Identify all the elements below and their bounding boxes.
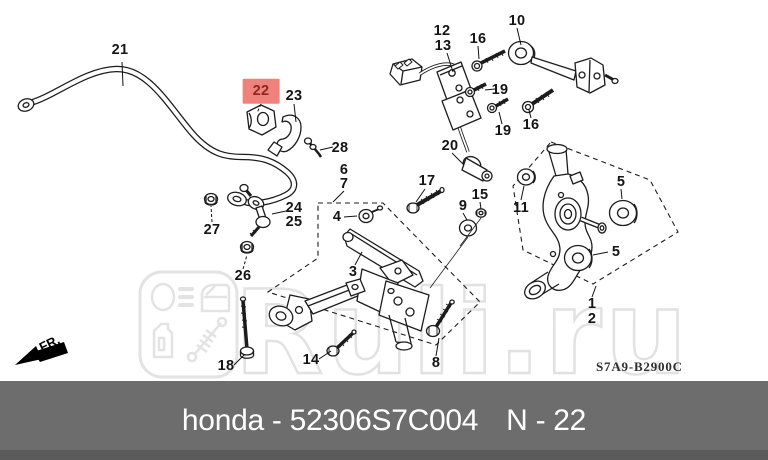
caption-separator: - [263,403,290,437]
bushing-5b-drawing [563,244,593,272]
oil-can-icon [152,322,174,359]
part-callout-7-17: 7 [339,175,349,192]
bushing-4-drawing [358,205,384,224]
parts-diagram-art: Ruli.ru [15,27,689,381]
bolt-16a-drawing [471,49,506,72]
part-callout-28-3: 28 [331,139,349,156]
part-callout-11-15: 11 [513,199,529,216]
part-callout-20-11: 20 [441,137,459,154]
dashed-group-outlines [266,141,679,346]
sensor-bracket-drawing [436,61,482,131]
car-door-icon [200,283,231,313]
part-callout-21-0: 21 [111,41,129,58]
knuckle-group-outline [512,141,679,285]
part-callout-15-13: 15 [471,186,489,203]
stabilizer-bar-drawing [17,65,298,207]
part-callout-17-12: 17 [418,172,436,189]
bolt-8-drawing [425,299,455,338]
part-callout-13-5: 13 [434,37,452,54]
part-callout-22-1: 22 [242,78,280,104]
part-callout-6-16: 6 [339,161,349,178]
diagram-code: S7A9-B2900C [596,359,683,374]
part-callout-19-8: 19 [491,81,509,98]
bolt-19b-drawing [486,97,509,114]
bushing-5a-drawing [608,199,638,227]
part-callout-5-27: 5 [616,173,626,190]
lower-arm-group-outline [266,202,481,346]
fr-direction-arrow: FR. [15,332,68,365]
upper-arm-10-drawing [507,40,619,94]
shock-absorber-icon [186,316,228,363]
part-callout-16-6: 16 [469,30,487,47]
bolt-17-drawing [406,186,445,214]
part-callout-24-20: 24 [285,199,303,216]
part-callout-25-21: 25 [285,213,303,230]
part-callout-2-30: 2 [587,310,597,327]
part-callout-5-28: 5 [611,243,621,260]
abs-sensor-20-drawing [461,155,493,182]
bolt-18-drawing [239,296,255,359]
clamp-23-drawing [267,114,302,157]
part-callout-1-29: 1 [587,295,597,312]
part-callout-14-25: 14 [302,351,320,368]
bolt-14-drawing [326,329,357,357]
nut-27-drawing [203,192,219,206]
bushing-22-drawing [246,104,277,136]
callout-leader-lines [121,27,623,366]
caption-catalog-ref: N - 22 [506,403,587,437]
screw-28-drawing [303,137,323,158]
part-callout-10-7: 10 [508,12,526,29]
assembly-guide-lines [429,217,482,289]
part-callout-26-23: 26 [234,267,252,284]
caption-brand: honda [181,403,264,437]
part-callout-19-9: 19 [494,122,512,139]
washer-9-drawing [458,219,478,237]
part-callout-8-26: 8 [431,354,441,371]
bolt-19a-drawing [464,82,487,98]
part-callout-16-10: 16 [522,116,540,133]
watermark-logo [138,270,239,379]
trailing-arm-drawing [268,259,430,351]
part-callout-27-22: 27 [203,221,221,238]
headlight-icon [150,282,194,312]
caption-bar: honda - 52306S7C004 N - 22 [0,381,768,460]
bushing-11-drawing [516,168,536,186]
part-callout-23-2: 23 [285,87,303,104]
caption-part-number: 52306S7C004 [289,403,479,437]
bolt-16b-drawing [521,88,555,114]
nut-26-drawing [239,240,255,254]
part-callout-4-18: 4 [332,208,342,225]
stabilizer-link-24-25-drawing [239,183,271,237]
part-callout-12-4: 12 [433,22,451,39]
part-callout-9-14: 9 [458,197,468,214]
part-callout-18-24: 18 [217,357,235,374]
part-callout-3-19: 3 [348,263,358,280]
